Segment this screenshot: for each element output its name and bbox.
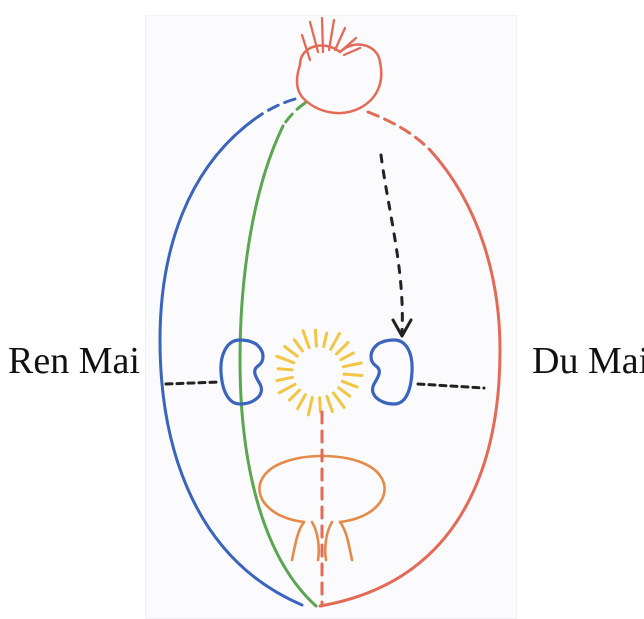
central-solid-path (240, 126, 316, 606)
ren-mai-channel (160, 99, 302, 605)
sun-ray (339, 388, 350, 396)
sun-icon (277, 330, 362, 415)
sun-ray (294, 340, 302, 351)
ren-mai-label: Ren Mai (8, 342, 140, 380)
heart-vessels (302, 18, 360, 60)
sun-ray (333, 393, 344, 408)
du-mai-connector (418, 384, 484, 388)
sun-ray (298, 395, 306, 409)
heart-icon (297, 18, 381, 113)
sun-ray (315, 330, 316, 346)
sun-ray (285, 347, 298, 357)
arrow-dashed-path (381, 155, 402, 332)
sun-ray (341, 353, 353, 360)
sun-ray (277, 377, 293, 380)
sun-ray (303, 331, 309, 348)
sun-ray (290, 390, 300, 400)
sun-ray (337, 343, 349, 354)
right-kidney (371, 340, 412, 404)
label-connectors (166, 382, 484, 388)
sun-ray (279, 384, 295, 393)
sun-ray (327, 396, 332, 411)
sun-ray (344, 374, 362, 375)
sun-ray (342, 381, 357, 387)
sun-ray (308, 397, 312, 415)
ren-mai-connector (166, 382, 220, 384)
du-mai-dashed-segment (368, 112, 430, 150)
sun-ray (344, 363, 362, 367)
sun-ray (320, 398, 321, 412)
central-channel (240, 103, 316, 606)
kidney-icon (221, 340, 412, 404)
sun-ray (331, 334, 340, 350)
sun-ray (278, 369, 292, 370)
sun-ray (324, 333, 327, 347)
heart-outline (297, 45, 381, 114)
heart-to-kidney-arrow (381, 155, 411, 336)
ren-mai-dashed-segment (262, 99, 295, 114)
du-mai-label: Du Mai (532, 342, 644, 380)
ren-mai-solid-path (160, 114, 302, 605)
sun-ray (277, 356, 294, 362)
central-dashed-segment (283, 103, 305, 126)
